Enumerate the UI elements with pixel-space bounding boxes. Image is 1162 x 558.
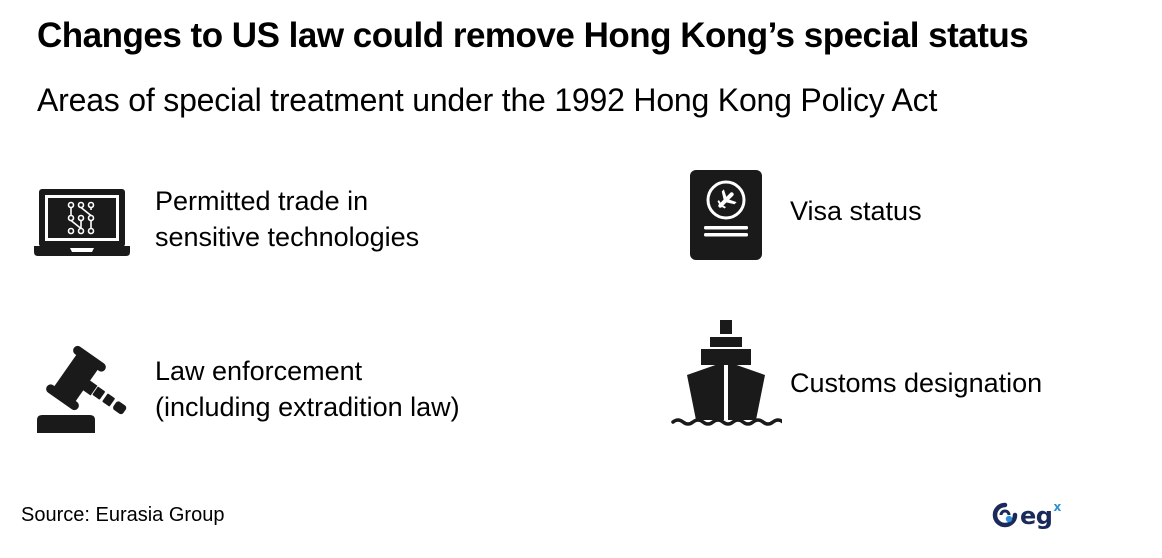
item-law-enforcement: Law enforcement (including extradition l…	[155, 353, 460, 425]
laptop-circuit-icon	[34, 188, 130, 263]
logo-superscript: x	[1053, 500, 1062, 514]
egx-logo: eg x	[992, 500, 1062, 530]
item-customs-line1: Customs designation	[790, 368, 1043, 398]
page-title: Changes to US law could remove Hong Kong…	[37, 16, 1029, 55]
gavel-icon	[34, 344, 136, 439]
item-customs: Customs designation	[790, 365, 1042, 401]
page-subtitle: Areas of special treatment under the 199…	[37, 82, 938, 118]
ship-icon	[670, 318, 785, 435]
item-trade-line1: Permitted trade in	[155, 186, 369, 216]
item-trade: Permitted trade in sensitive technologie…	[155, 183, 419, 255]
logo-swirl-icon	[992, 502, 1018, 528]
passport-icon	[690, 170, 762, 265]
item-visa-line1: Visa status	[790, 196, 922, 226]
logo-text: eg	[1020, 502, 1053, 530]
item-law-line1: Law enforcement	[155, 356, 363, 386]
item-trade-line2: sensitive technologies	[155, 222, 420, 252]
item-visa: Visa status	[790, 193, 922, 229]
source-note: Source: Eurasia Group	[21, 504, 225, 526]
item-law-line2: (including extradition law)	[155, 392, 460, 422]
